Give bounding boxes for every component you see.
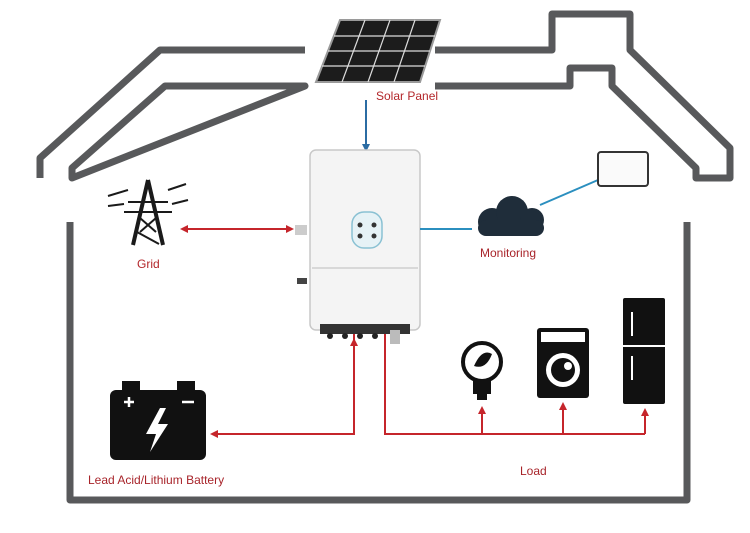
grid-label: Grid [137,257,160,271]
load-label: Load [520,464,547,478]
load-bus-line [384,334,645,435]
cloud-icon [478,196,544,236]
house-roof-outline [36,10,734,182]
house-wall-outline [66,222,691,504]
inverter-battery-arrow [210,334,355,438]
tablet-icon [597,151,649,187]
solar-panel-icon [314,19,442,83]
inverter-icon [295,149,421,344]
power-tower-icon [107,179,189,246]
light-bulb-icon [461,341,503,400]
refrigerator-icon [623,298,665,404]
monitoring-label: Monitoring [480,246,537,260]
battery-icon [110,381,206,460]
cloud-to-tablet-line [539,179,599,206]
solar-panel-label: Solar Panel [376,89,439,103]
battery-label: Lead Acid/Lithium Battery [88,473,225,487]
washing-machine-icon [537,328,589,398]
